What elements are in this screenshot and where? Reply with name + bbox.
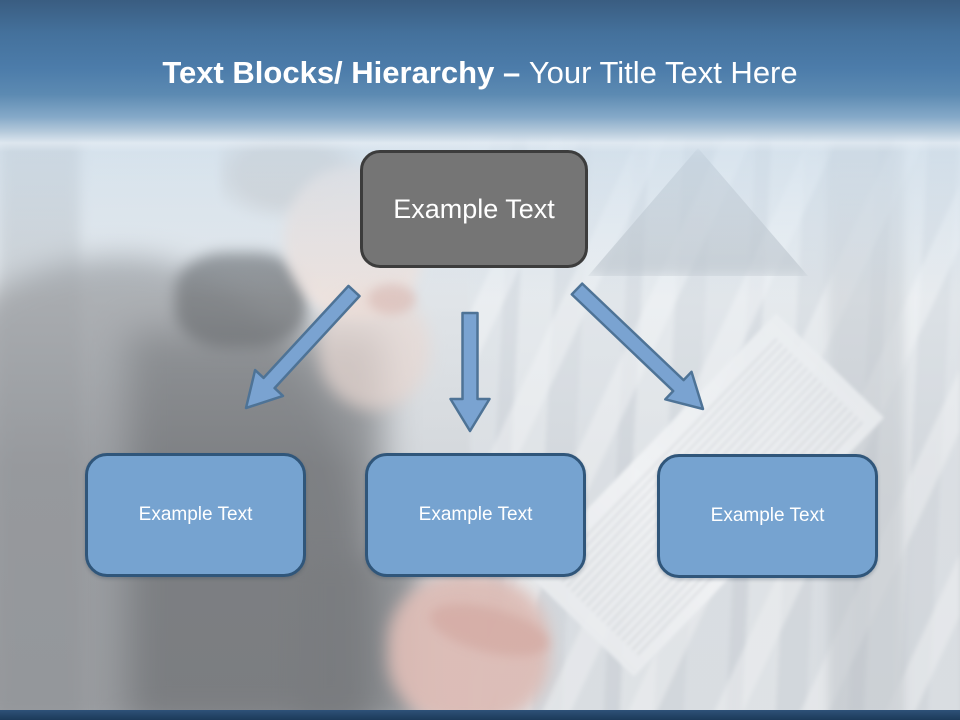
arrow-down-right-icon — [570, 282, 705, 411]
header-band — [0, 0, 960, 152]
slide-title-regular: Your Title Text Here — [528, 55, 798, 90]
slide-title-bold: Text Blocks/ Hierarchy — [162, 55, 495, 90]
child-node-box-1[interactable]: Example Text — [85, 453, 306, 577]
child-node-label: Example Text — [710, 505, 825, 526]
child-node-label: Example Text — [418, 504, 533, 525]
child-node-box-3[interactable]: Example Text — [657, 454, 878, 578]
footer-bar — [0, 710, 960, 720]
slide-title[interactable]: Text Blocks/ Hierarchy – Your Title Text… — [0, 54, 960, 92]
slide-title-separator: – — [502, 55, 521, 90]
arrow-down-icon — [449, 311, 491, 433]
child-node-box-2[interactable]: Example Text — [365, 453, 586, 577]
root-node-box[interactable]: Example Text — [360, 150, 588, 268]
root-node-label: Example Text — [393, 193, 555, 224]
child-node-label: Example Text — [138, 504, 253, 525]
arrow-down-left-icon — [244, 284, 361, 410]
